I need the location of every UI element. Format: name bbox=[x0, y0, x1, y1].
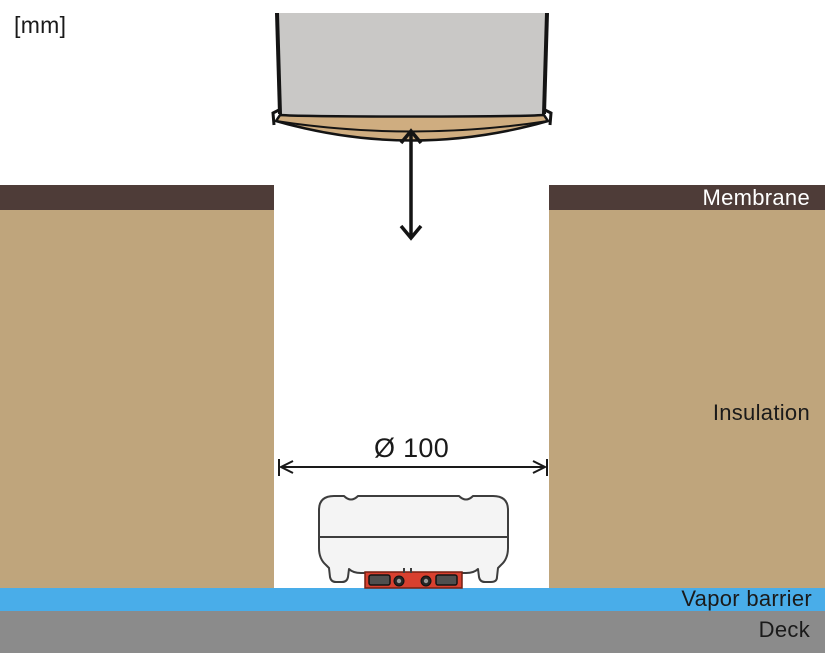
drill-body bbox=[277, 13, 547, 115]
membrane-label: Membrane bbox=[702, 185, 810, 210]
sensor-screw-left-center bbox=[396, 578, 402, 584]
sensor-device bbox=[318, 495, 509, 589]
membrane-layer-right bbox=[549, 185, 825, 210]
core-drill-bit bbox=[271, 12, 553, 142]
up-down-arrow-icon bbox=[399, 128, 423, 241]
insulation-layer-left bbox=[0, 210, 274, 588]
vapor-barrier-layer bbox=[0, 588, 825, 611]
deck-label: Deck bbox=[758, 617, 810, 642]
sensor-pad-left bbox=[368, 574, 391, 586]
drill-body-right-edge bbox=[542, 12, 549, 115]
insulation-label: Insulation bbox=[712, 400, 810, 425]
drill-body-left-edge bbox=[275, 12, 282, 115]
deck-layer bbox=[0, 611, 825, 653]
sensor-pad-right bbox=[435, 574, 458, 586]
sensor-screw-right-center bbox=[423, 578, 429, 584]
drill-collar-right bbox=[544, 108, 553, 126]
diameter-label: Ø 100 bbox=[373, 433, 450, 463]
diameter-dimension-arrow bbox=[278, 459, 548, 476]
vapor-barrier-label: Vapor barrier bbox=[681, 586, 812, 611]
membrane-layer-left bbox=[0, 185, 274, 210]
sensor-housing bbox=[318, 495, 509, 583]
units-label: [mm] bbox=[14, 12, 67, 38]
drill-collar-left bbox=[271, 108, 280, 126]
insulation-layer-right bbox=[549, 210, 825, 588]
